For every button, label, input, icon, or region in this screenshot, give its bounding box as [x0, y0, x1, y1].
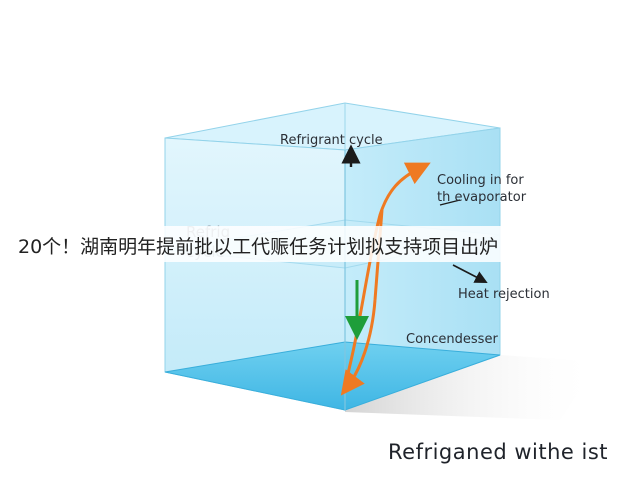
- bottom-caption: Refriganed withe ist: [388, 440, 609, 464]
- heat-rejection-label: Heat rejection: [458, 287, 550, 302]
- condenser-label: Concendesser: [406, 332, 498, 347]
- condenser-floor: [164, 341, 501, 411]
- cooling-pointer: [439, 199, 461, 206]
- headline-text[interactable]: 20个！湖南明年提前批以工代赈任务计划拟支持项目出炉: [18, 236, 499, 258]
- orange-tail-arrow: [340, 299, 377, 396]
- cooling-label-line1: Cooling in for: [437, 173, 524, 188]
- cooling-evaporator-label: Cooling in for th evaporator: [437, 172, 567, 206]
- refrigerant-cycle-label: Refrigrant cycle: [280, 133, 383, 148]
- heat-rejection-pointer: [452, 264, 488, 283]
- cooling-label-line2: th evaporator: [437, 190, 527, 205]
- headline-banner[interactable]: 20个！湖南明年提前批以工代赈任务计划拟支持项目出炉: [0, 226, 640, 262]
- box-shadow: [345, 355, 600, 420]
